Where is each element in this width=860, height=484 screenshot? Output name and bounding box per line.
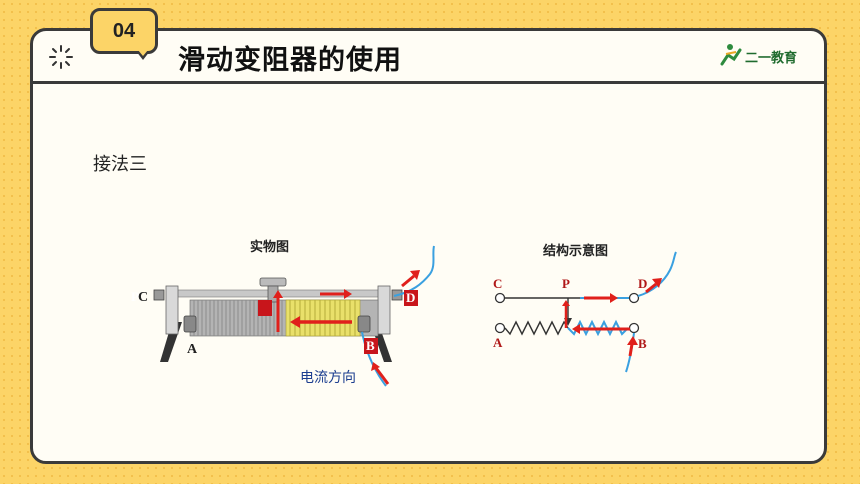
terminal-label-a: A xyxy=(187,342,198,357)
method-label: 接法三 xyxy=(93,154,147,175)
terminal-label-p: P xyxy=(131,289,139,304)
section-number: 04 xyxy=(112,19,136,42)
section-number-badge: 04 xyxy=(90,8,158,54)
schematic-label-d: D xyxy=(638,276,648,291)
current-direction-label: 电流方向 xyxy=(300,370,356,386)
logo-text: 二一教育 xyxy=(745,51,798,66)
rheostat-illustration xyxy=(153,245,435,387)
terminal-label-b: B xyxy=(366,338,375,353)
schematic-caption: 结构示意图 xyxy=(543,244,609,259)
schematic-label-b: B xyxy=(638,336,647,351)
physical-caption: 实物图 xyxy=(250,240,290,255)
schematic-label-p: P xyxy=(562,276,570,291)
runner-logo-icon xyxy=(720,44,742,66)
badge-tail-inner xyxy=(138,50,148,56)
header-divider xyxy=(33,81,824,84)
content-card xyxy=(30,28,827,464)
page-title: 滑动变阻器的使用 xyxy=(178,45,402,76)
schematic-diagram xyxy=(494,251,677,373)
schematic-label-c: C xyxy=(493,276,503,291)
terminal-label-d: D xyxy=(406,290,416,305)
terminal-label-c: C xyxy=(138,290,149,305)
schematic-label-a: A xyxy=(493,335,503,350)
sparkle-icon xyxy=(49,45,73,69)
